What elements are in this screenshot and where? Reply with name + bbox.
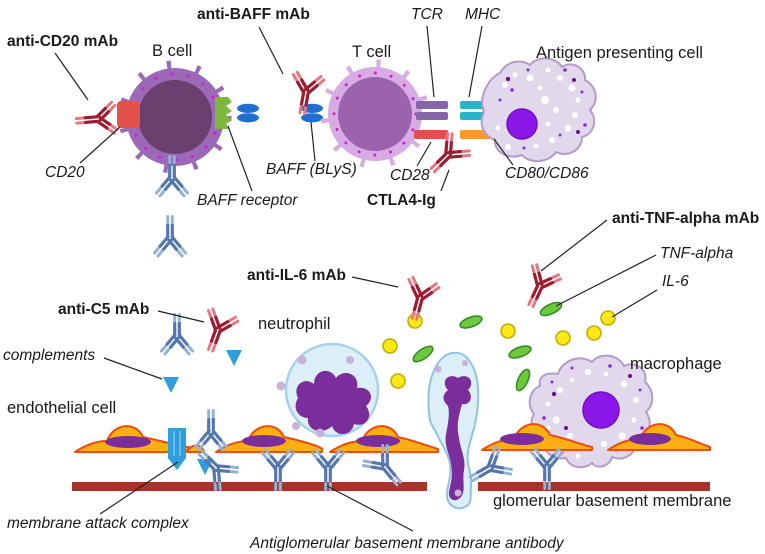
leader-lines — [54, 25, 658, 532]
tcr-bar-icon — [416, 112, 448, 120]
label-neutrophil: neutrophil — [258, 315, 331, 333]
label-membrane-attack-complex: membrane attack complex — [7, 515, 189, 532]
label-il6: IL-6 — [662, 273, 689, 290]
complement-icon — [226, 350, 242, 366]
antigen-presenting-cell — [480, 57, 597, 162]
label-tcr: TCR — [411, 6, 443, 23]
autoantibody-icon — [195, 411, 226, 450]
label-cd80-cd86: CD80/CD86 — [505, 165, 589, 182]
label-antigen-presenting-cell: Antigen presenting cell — [536, 44, 703, 62]
label-t-cell: T cell — [352, 43, 392, 61]
autoantibody-icon — [161, 315, 192, 354]
il6-icon — [555, 330, 571, 346]
tcr-bar-icon — [416, 101, 448, 109]
label-anti-cd20-mab: anti-CD20 mAb — [7, 33, 119, 50]
label-b-cell: B cell — [152, 42, 193, 60]
label-cd28: CD28 — [390, 167, 430, 184]
endothelial-nuclei — [105, 433, 671, 448]
label-anti-tnf-alpha-mab: anti-TNF-alpha mAb — [612, 210, 760, 227]
apc-nucleus — [506, 108, 538, 140]
label-endothelial-cell: endothelial cell — [7, 399, 117, 417]
label-anti-il6-mab: anti-IL-6 mAb — [247, 267, 347, 284]
glomerular-basement-membrane — [72, 482, 710, 491]
il6-icon — [407, 313, 423, 329]
label-tnf-alpha: TNF-alpha — [660, 245, 734, 262]
transmigrating-neutrophil-nucleus — [443, 376, 472, 501]
transmigrating-neutrophil — [427, 351, 480, 510]
anti-cd20-mab-icon — [75, 102, 117, 136]
b-cell-nucleus — [138, 80, 212, 154]
cd28-bar-icon — [414, 130, 448, 139]
tnf-alpha-icon — [410, 342, 436, 366]
label-complements: complements — [3, 347, 96, 364]
il6-icon — [500, 323, 516, 339]
autoantibody-icon — [154, 217, 185, 256]
label-baff-receptor: BAFF receptor — [197, 192, 298, 209]
macrophage-nucleus — [582, 391, 620, 429]
neutrophil-nucleus — [295, 370, 372, 435]
il6-icon — [586, 325, 602, 341]
membrane-attack-complex-icon — [168, 428, 186, 470]
label-baff-blys: BAFF (BLyS) — [266, 161, 357, 178]
baff-receptor-icon — [215, 97, 232, 129]
label-glomerular-basement-membrane: glomerular basement membrane — [493, 492, 732, 510]
label-antiglomerular-antibody: Antiglomerular basement membrane antibod… — [250, 535, 564, 552]
cd20-receptor-icon — [117, 101, 140, 128]
baff-molecule-icon — [237, 103, 259, 123]
tnf-alpha-icon — [513, 366, 533, 394]
label-anti-baff-mab: anti-BAFF mAb — [197, 6, 310, 23]
label-anti-c5-mab: anti-C5 mAb — [58, 301, 150, 318]
label-macrophage: macrophage — [630, 355, 722, 373]
tnf-alpha-icon — [506, 342, 534, 362]
label-cd20: CD20 — [45, 164, 85, 181]
anti-c5-mab-icon — [196, 308, 239, 356]
tnf-alpha-icon — [457, 312, 485, 332]
t-cell — [320, 59, 430, 169]
t-cell-nucleus — [338, 77, 412, 151]
tnf-alpha-icon — [537, 299, 565, 319]
label-mhc: MHC — [465, 6, 501, 23]
il6-icon — [390, 373, 406, 389]
complement-icon — [163, 377, 179, 393]
neutrophil-cell — [276, 342, 380, 438]
label-ctla4-ig: CTLA4-Ig — [367, 192, 436, 209]
il6-icon — [382, 338, 398, 354]
il6-icon — [600, 310, 616, 326]
